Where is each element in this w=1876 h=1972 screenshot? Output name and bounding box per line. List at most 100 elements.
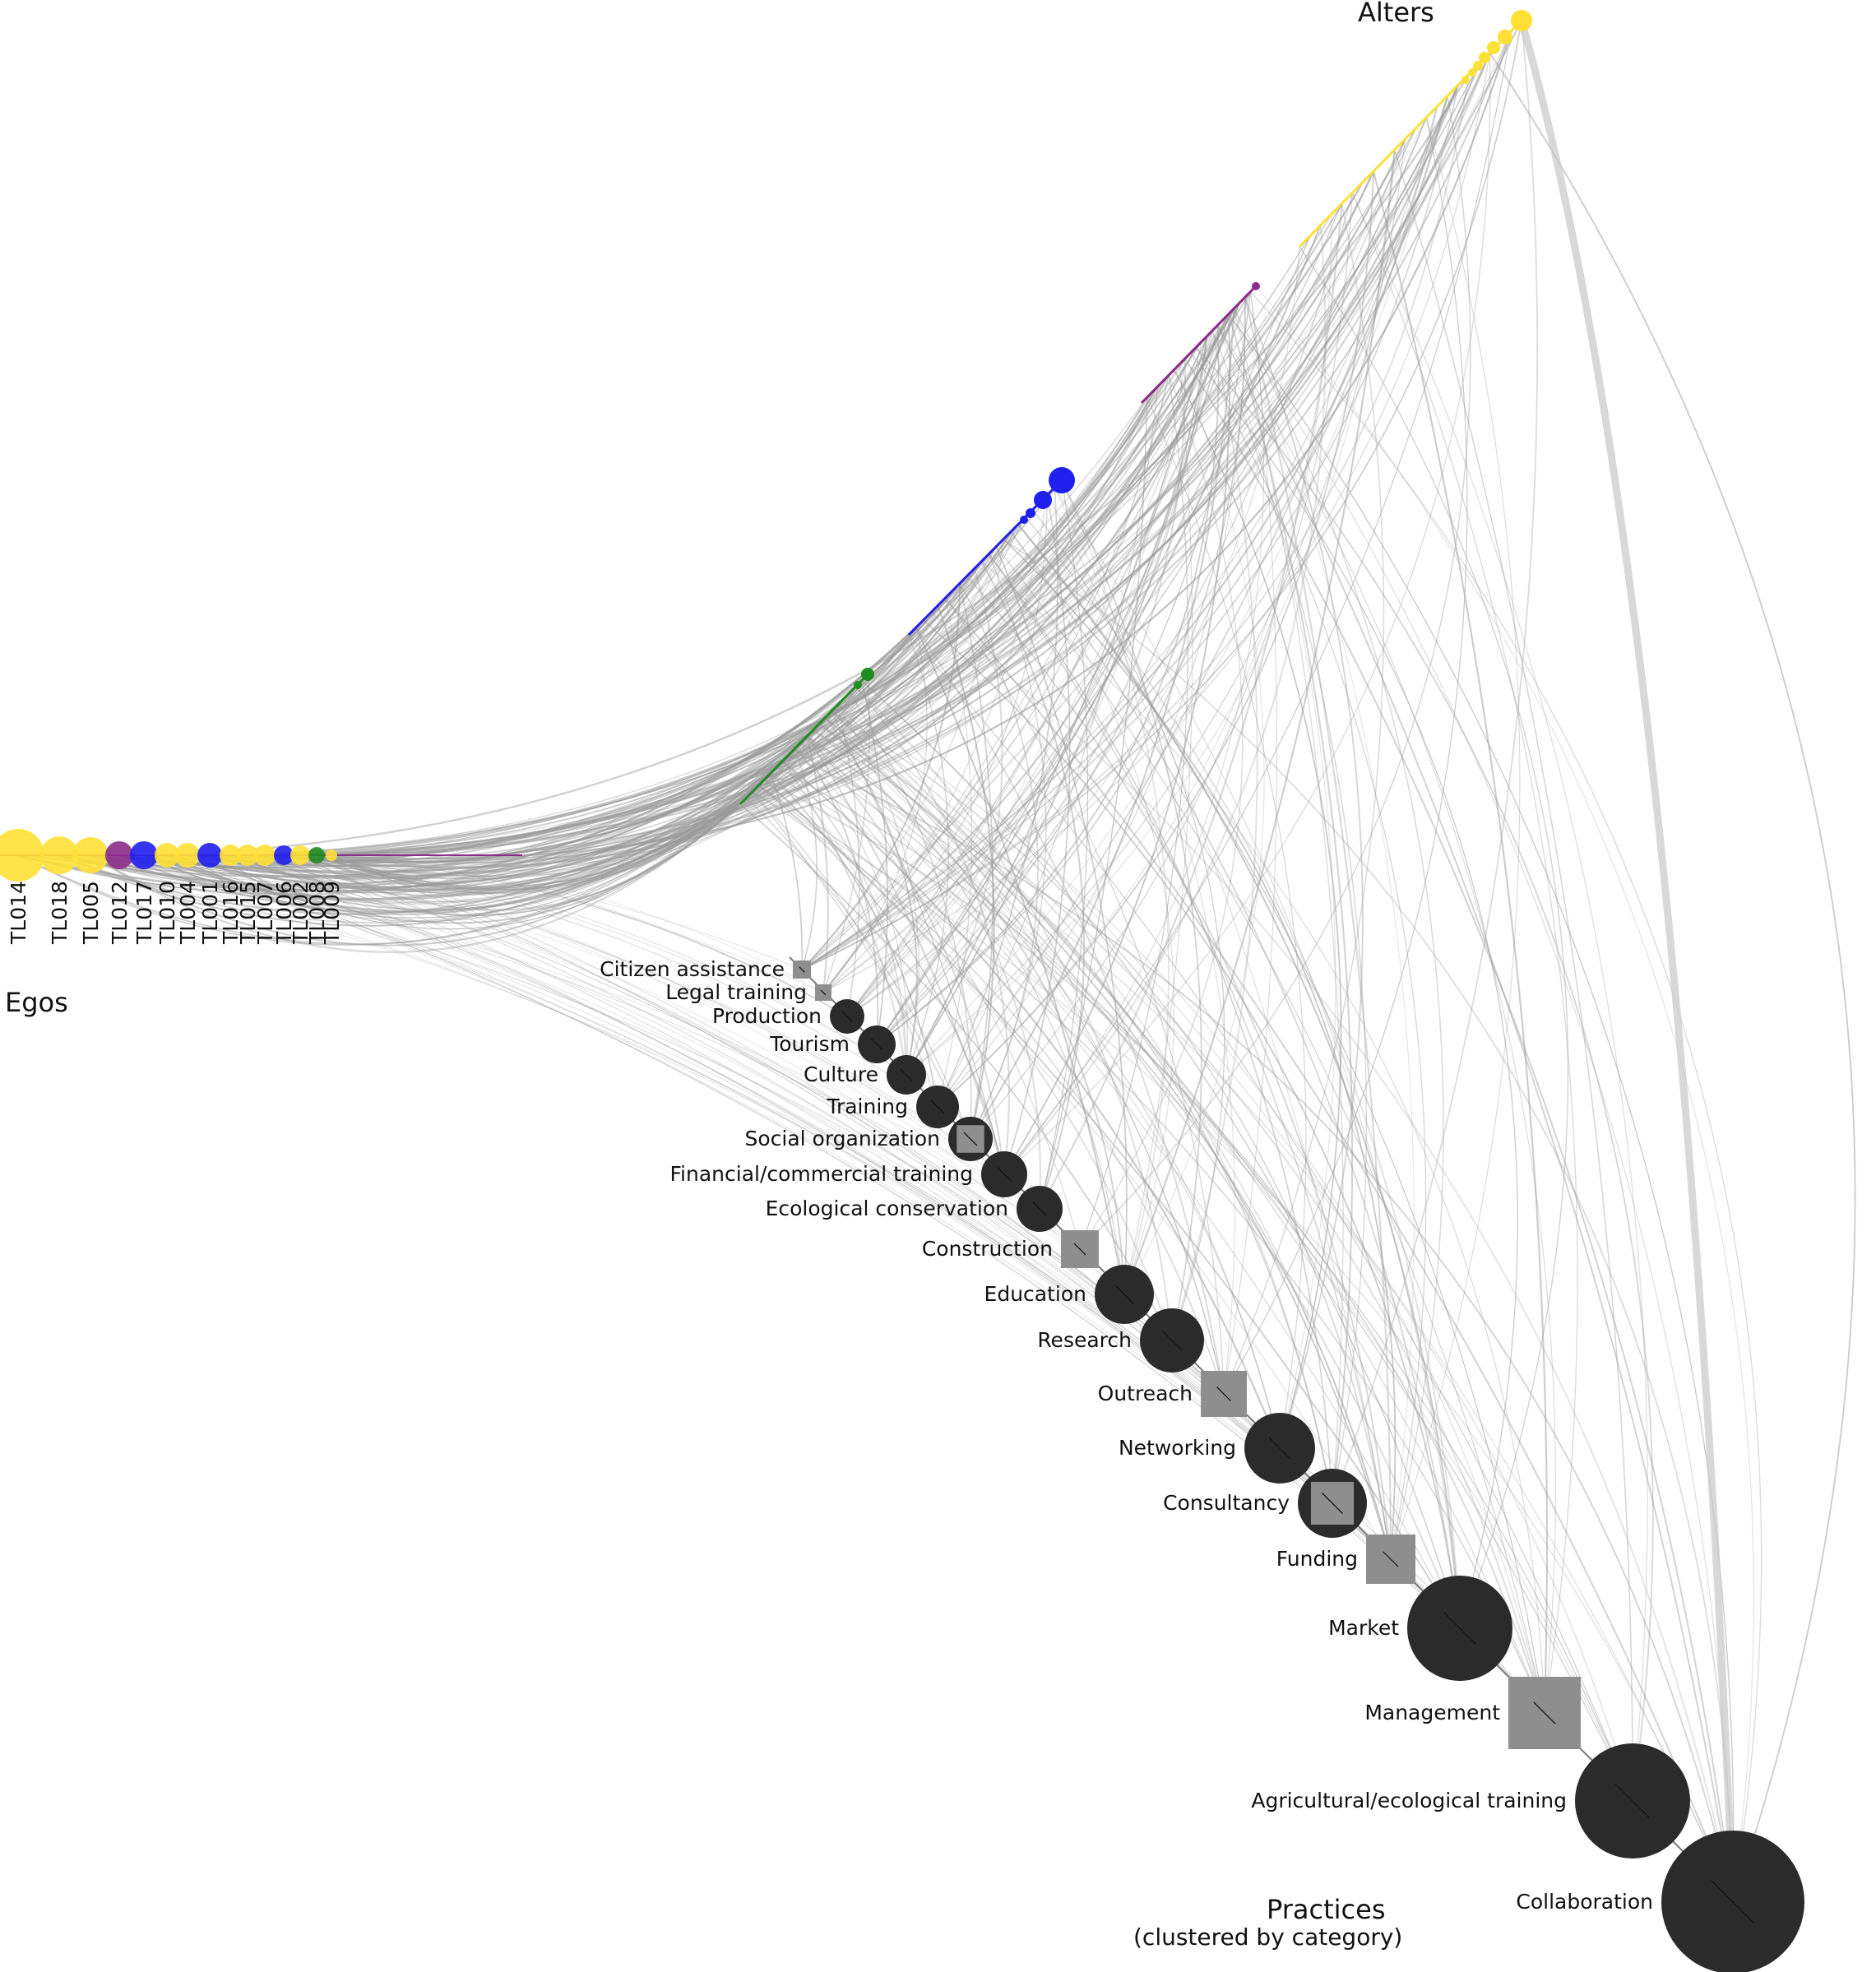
network-edge	[247, 203, 1342, 863]
network-edge	[876, 325, 1220, 1045]
network-edge	[264, 854, 907, 1076]
practice-node-tick	[1614, 1783, 1651, 1819]
practice-node-tick	[1114, 1285, 1134, 1304]
practice-node-tick	[930, 1099, 945, 1114]
network-edge	[818, 723, 1392, 1560]
network-edge	[166, 182, 1364, 856]
network-edge	[1190, 352, 1518, 1629]
ego-node-tl001	[197, 843, 222, 868]
network-edge	[316, 854, 1081, 1250]
network-edge	[800, 742, 1281, 1449]
network-edge	[1079, 375, 1189, 1250]
alter-node-green	[861, 668, 874, 681]
network-edge	[929, 612, 1735, 1903]
ego-node-tl006	[274, 845, 294, 865]
network-edge	[283, 524, 1019, 863]
network-edge	[757, 785, 1173, 1341]
network-edge	[988, 553, 1333, 1504]
practice-label: Legal training	[665, 980, 807, 1004]
network-edge	[1394, 149, 1633, 1802]
network-edge	[824, 717, 918, 1076]
network-edge	[824, 717, 1125, 1295]
network-edge	[247, 854, 1005, 1175]
network-edge	[1061, 479, 1202, 1341]
network-edge	[764, 779, 1545, 1714]
network-edge	[118, 52, 1491, 873]
network-edge	[980, 560, 1085, 1210]
network-edge	[1079, 95, 1471, 1250]
network-edge	[299, 854, 848, 1017]
network-edge	[770, 772, 938, 1108]
network-edge	[846, 291, 1252, 1017]
network-edge	[1003, 30, 1512, 1175]
network-edge	[906, 336, 1208, 1076]
network-edge	[1195, 347, 1427, 1560]
network-edge	[209, 803, 741, 930]
practice-node-tick	[820, 989, 827, 996]
network-edge	[923, 619, 1461, 1629]
network-edge	[17, 854, 1040, 1210]
practice-node-tick	[1443, 1612, 1476, 1645]
ego-label: TL004	[176, 881, 200, 945]
network-edge	[331, 85, 1459, 857]
network-edge	[836, 705, 919, 1076]
network-edge	[1390, 117, 1521, 1560]
network-edge	[229, 546, 998, 880]
network-edge	[801, 336, 1208, 970]
network-edge	[1228, 313, 1734, 1903]
network-edge	[995, 546, 1128, 1295]
network-edge	[1123, 150, 1396, 1295]
network-edge	[1174, 369, 1342, 1449]
network-edge	[1171, 330, 1258, 1341]
practice-label: Research	[1037, 1328, 1132, 1352]
network-edge	[846, 325, 1219, 1017]
network-edge	[187, 705, 838, 911]
network-edge	[806, 735, 1006, 1175]
network-edge	[247, 203, 1343, 856]
network-edge	[283, 854, 938, 1108]
network-edge	[316, 854, 848, 1017]
network-edge	[794, 748, 1633, 1802]
network-edge	[1184, 358, 1734, 1903]
network-edge	[781, 760, 907, 1076]
practice-label: Production	[712, 1004, 822, 1028]
network-edge	[299, 854, 1333, 1504]
network-edge	[1046, 494, 1235, 1395]
practices-axis-subtitle: (clustered by category)	[1133, 1923, 1402, 1951]
network-edge	[855, 686, 1011, 1175]
network-edge	[876, 192, 1354, 1045]
network-edge	[757, 785, 1005, 1175]
network-edge	[770, 773, 803, 970]
network-edge	[118, 597, 946, 894]
network-edge	[1003, 538, 1734, 1903]
network-edge	[283, 854, 1461, 1629]
network-edge	[794, 748, 1081, 1250]
alter-node-yellow	[1487, 41, 1500, 54]
practice-node-tick	[841, 1011, 853, 1022]
network-edge	[283, 854, 1040, 1210]
network-edge	[818, 723, 1546, 1714]
network-edge	[209, 627, 917, 892]
practice-node-tick	[1268, 1437, 1291, 1460]
network-edge	[1244, 297, 1364, 1449]
network-edge	[1039, 479, 1089, 1210]
alter-node-yellow	[1511, 10, 1532, 31]
ego-node-tl015	[237, 845, 258, 866]
network-edge	[801, 20, 1522, 970]
network-edge	[229, 313, 1230, 867]
network-edge	[937, 214, 1332, 1108]
network-edge	[846, 358, 1186, 1017]
network-edge	[831, 711, 1545, 1714]
practice-label: Networking	[1119, 1436, 1236, 1460]
practice-node-tick	[997, 1167, 1012, 1182]
network-edge	[846, 330, 1213, 1017]
network-edge	[937, 95, 1448, 1108]
network-edge	[801, 85, 1459, 970]
network-edge	[1039, 203, 1343, 1210]
network-edge	[331, 170, 1375, 857]
network-edge	[794, 748, 1633, 1802]
alter-axis-purple	[1140, 285, 1258, 405]
ego-node-tl008	[308, 847, 325, 863]
ego-label: TL007	[253, 881, 277, 945]
